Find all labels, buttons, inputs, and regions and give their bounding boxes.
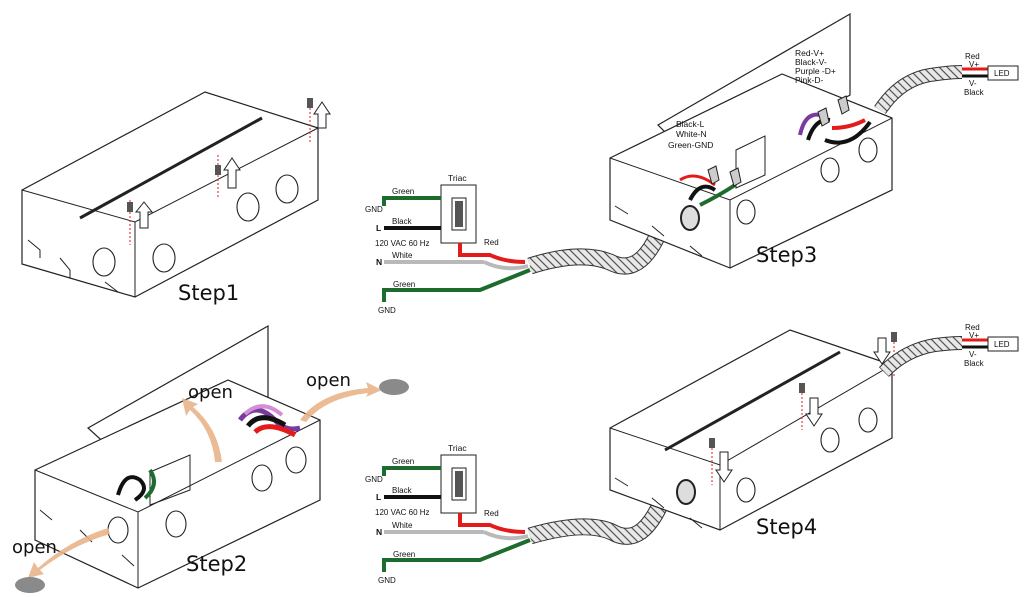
step2-box: [34, 324, 321, 589]
legend-line: Pink-D-: [795, 75, 824, 85]
legend-line: Green-GND: [668, 140, 713, 150]
triac-label: Triac: [448, 443, 467, 453]
wire-nut-icon: [729, 167, 742, 187]
step3-label: Step3: [756, 243, 817, 267]
gnd-label: GND: [378, 576, 396, 585]
down-arrow-icon: [805, 397, 823, 427]
wire-label-black: Black: [392, 486, 413, 495]
removed-plug-icon: [379, 379, 409, 395]
open-arrow-middle-icon: [182, 398, 222, 462]
screw-icon: [709, 438, 715, 485]
wire-label-green: Green: [392, 187, 414, 196]
down-arrow-icon: [873, 337, 891, 365]
gnd-label: GND: [365, 475, 383, 484]
supply-label: 120 VAC 60 Hz: [375, 508, 430, 517]
flexible-conduit: [875, 66, 963, 114]
open-label-left: open: [12, 537, 57, 558]
led-vplus-label: V+: [969, 331, 979, 340]
removed-plug-icon: [15, 577, 45, 593]
input-wire-legend: Black-L White-N Green-GND: [668, 119, 713, 150]
led-vminus-label: V-: [969, 350, 977, 359]
l-label: L: [376, 223, 381, 233]
wire-nut-icon: [817, 107, 830, 127]
wire-label-green: Green: [392, 457, 414, 466]
step3-box: [609, 12, 893, 269]
supply-label: 120 VAC 60 Hz: [375, 239, 430, 248]
step1-box: [21, 91, 331, 298]
triac-label: Triac: [448, 173, 467, 183]
step1-label: Step1: [178, 281, 239, 305]
led-red-label: Red: [965, 323, 980, 332]
led-label: LED: [994, 69, 1010, 78]
wire-label-green: Green: [393, 550, 415, 559]
led-vplus-label: V+: [969, 60, 979, 69]
step4-label: Step4: [756, 515, 817, 539]
wire-label-white: White: [392, 521, 413, 530]
l-label: L: [376, 492, 381, 502]
up-arrow-icon: [223, 157, 241, 189]
led-box: [987, 65, 1019, 81]
up-arrow-icon: [313, 101, 331, 129]
led-label: LED: [994, 340, 1010, 349]
led-black-label: Black: [964, 88, 985, 97]
conduit-connector: [680, 205, 700, 231]
open-label-right: open: [306, 370, 351, 391]
n-label: N: [376, 257, 382, 267]
gnd-label: GND: [365, 205, 383, 214]
wire-nut-icon: [837, 95, 850, 115]
wire-nut-icon: [707, 165, 720, 185]
led-box: [987, 336, 1019, 352]
knockout-hole: [92, 247, 116, 277]
knockout-hole: [236, 192, 260, 222]
legend-line: Black-V-: [795, 57, 827, 67]
wire-label-black: Black: [392, 217, 413, 226]
step2-label: Step2: [186, 552, 247, 576]
screw-icon: [307, 98, 313, 142]
wire-label-red: Red: [484, 509, 499, 518]
open-arrow-right-icon: [300, 382, 382, 422]
open-label-middle: open: [188, 382, 233, 403]
wire-label-white: White: [392, 251, 413, 260]
open-arrow-left-icon: [28, 528, 110, 578]
legend-line: White-N: [676, 129, 707, 139]
legend-line: Black-L: [676, 119, 705, 129]
screw-icon: [799, 383, 805, 430]
n-label: N: [376, 527, 382, 537]
step4-box: [609, 329, 897, 531]
gnd-label: GND: [378, 306, 396, 315]
down-arrow-icon: [715, 451, 733, 483]
legend-line: Purple -D+: [795, 66, 836, 76]
wire-label-green: Green: [393, 280, 415, 289]
up-arrow-icon: [134, 201, 154, 229]
conduit-connector: [676, 479, 696, 505]
flexible-conduit: [879, 337, 963, 377]
led-vminus-label: V-: [969, 79, 977, 88]
knockout-hole: [275, 174, 299, 204]
led-black-label: Black: [964, 359, 985, 368]
output-wire-legend: Red-V+ Black-V- Purple -D+ Pink-D-: [795, 48, 836, 85]
led-red-label: Red: [965, 52, 980, 61]
screw-icon: [215, 155, 221, 198]
legend-line: Red-V+: [795, 48, 824, 58]
screw-icon: [127, 200, 133, 245]
wire-label-red: Red: [484, 238, 499, 247]
knockout-hole: [152, 243, 176, 273]
